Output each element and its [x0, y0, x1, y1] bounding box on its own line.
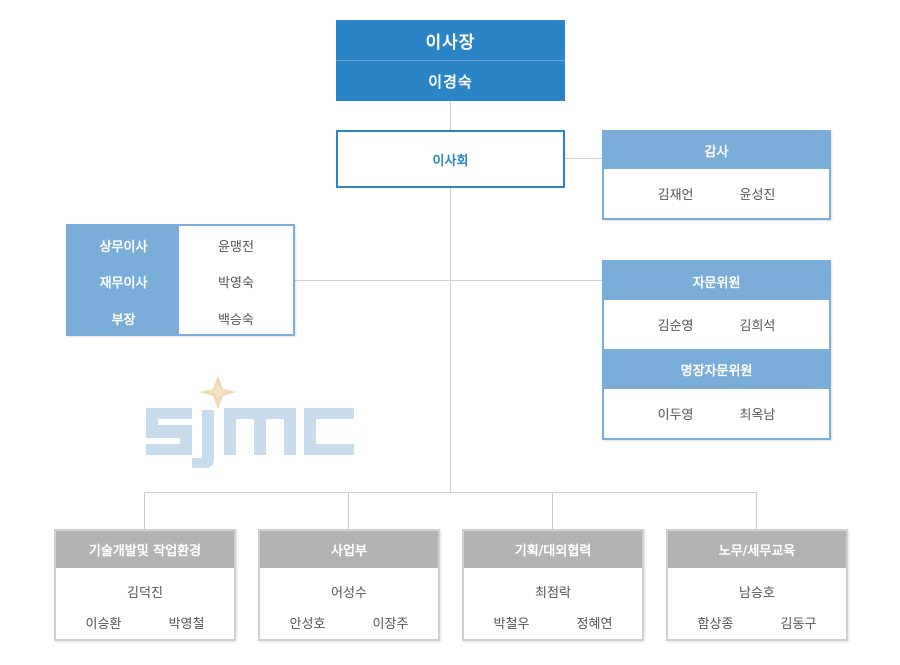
connector-dept-horizontal — [144, 492, 756, 493]
executive-row: 상무이사 윤맹전 — [68, 227, 293, 263]
executive-row: 재무이사 박영숙 — [68, 263, 293, 299]
department-lead: 김덕진 — [127, 586, 163, 601]
advisors-panel: 자문위원 김순영 김희석 명장자문위원 이두영 최옥남 — [602, 260, 831, 440]
advisors-members: 김순영 김희석 — [604, 300, 829, 349]
logo-letters — [146, 408, 354, 468]
department-title: 기획/대외협력 — [464, 531, 642, 568]
master-advisors-members: 이두영 최옥남 — [604, 389, 829, 438]
executive-name: 윤맹전 — [218, 239, 254, 255]
connector-dept-4 — [756, 492, 757, 529]
connector-exec-advisors — [295, 280, 602, 281]
department-title: 기술개발및 작업환경 — [56, 531, 234, 568]
connector-main-trunk — [450, 188, 451, 493]
department-card: 노무/세무교육 남승호 함상종 김동구 — [666, 529, 848, 641]
master-advisor-member: 최옥남 — [739, 408, 776, 423]
department-members: 박철우 정혜연 — [464, 613, 642, 632]
connector-dept-3 — [552, 492, 553, 529]
department-title: 사업부 — [260, 531, 438, 568]
department-member: 안성호 — [289, 617, 326, 632]
department-card: 기술개발및 작업환경 김덕진 이승환 박영철 — [54, 529, 236, 641]
auditor-members: 김재언 윤성진 — [604, 169, 829, 218]
department-title: 노무/세무교육 — [668, 531, 846, 568]
master-advisor-member: 이두영 — [657, 408, 694, 423]
connector-dept-1 — [144, 492, 145, 529]
department-member: 박영철 — [168, 617, 205, 632]
chairman-name: 이경숙 — [336, 61, 565, 101]
executive-row: 부장 백승숙 — [68, 300, 293, 336]
advisor-member: 김순영 — [657, 319, 694, 334]
board-label: 이사회 — [432, 153, 469, 169]
department-card: 사업부 어성수 안성호 이장주 — [258, 529, 440, 641]
executive-name: 박영숙 — [218, 275, 254, 291]
department-lead: 최점락 — [535, 586, 571, 601]
executives-role-column — [68, 226, 179, 334]
department-member: 이승환 — [85, 617, 122, 632]
sjmc-logo — [140, 372, 360, 472]
department-members: 이승환 박영철 — [56, 613, 234, 632]
advisors-title: 자문위원 — [604, 262, 829, 300]
executive-name: 백승숙 — [218, 312, 254, 328]
chairman-divider — [336, 60, 565, 61]
department-member: 박철우 — [493, 617, 530, 632]
chairman-title: 이사장 — [336, 20, 565, 60]
executives-table: 상무이사 윤맹전 재무이사 박영숙 부장 백승숙 — [66, 224, 295, 336]
department-member: 함상종 — [697, 617, 734, 632]
department-lead: 어성수 — [331, 586, 367, 601]
department-lead: 남승호 — [739, 586, 775, 601]
department-member: 정혜연 — [576, 617, 613, 632]
master-advisors-title: 명장자문위원 — [604, 349, 829, 389]
connector-dept-2 — [348, 492, 349, 529]
auditor-panel: 감사 김재언 윤성진 — [602, 130, 831, 220]
department-card: 기획/대외협력 최점락 박철우 정혜연 — [462, 529, 644, 641]
executive-role: 부장 — [111, 312, 136, 328]
department-member: 김동구 — [780, 617, 817, 632]
sjmc-logo-graphic — [146, 376, 354, 468]
logo-star-icon — [200, 376, 236, 409]
board-box: 이사회 — [336, 130, 565, 188]
auditor-title: 감사 — [604, 132, 829, 169]
auditor-member: 김재언 — [657, 188, 694, 203]
department-member: 이장주 — [372, 617, 409, 632]
executive-role: 상무이사 — [99, 239, 148, 255]
advisor-member: 김희석 — [739, 319, 776, 334]
department-members: 안성호 이장주 — [260, 613, 438, 632]
auditor-member: 윤성진 — [739, 188, 776, 203]
connector-chair-board — [450, 101, 451, 130]
connector-board-auditor — [565, 158, 602, 159]
department-members: 함상종 김동구 — [668, 613, 846, 632]
executive-role: 재무이사 — [99, 275, 148, 291]
